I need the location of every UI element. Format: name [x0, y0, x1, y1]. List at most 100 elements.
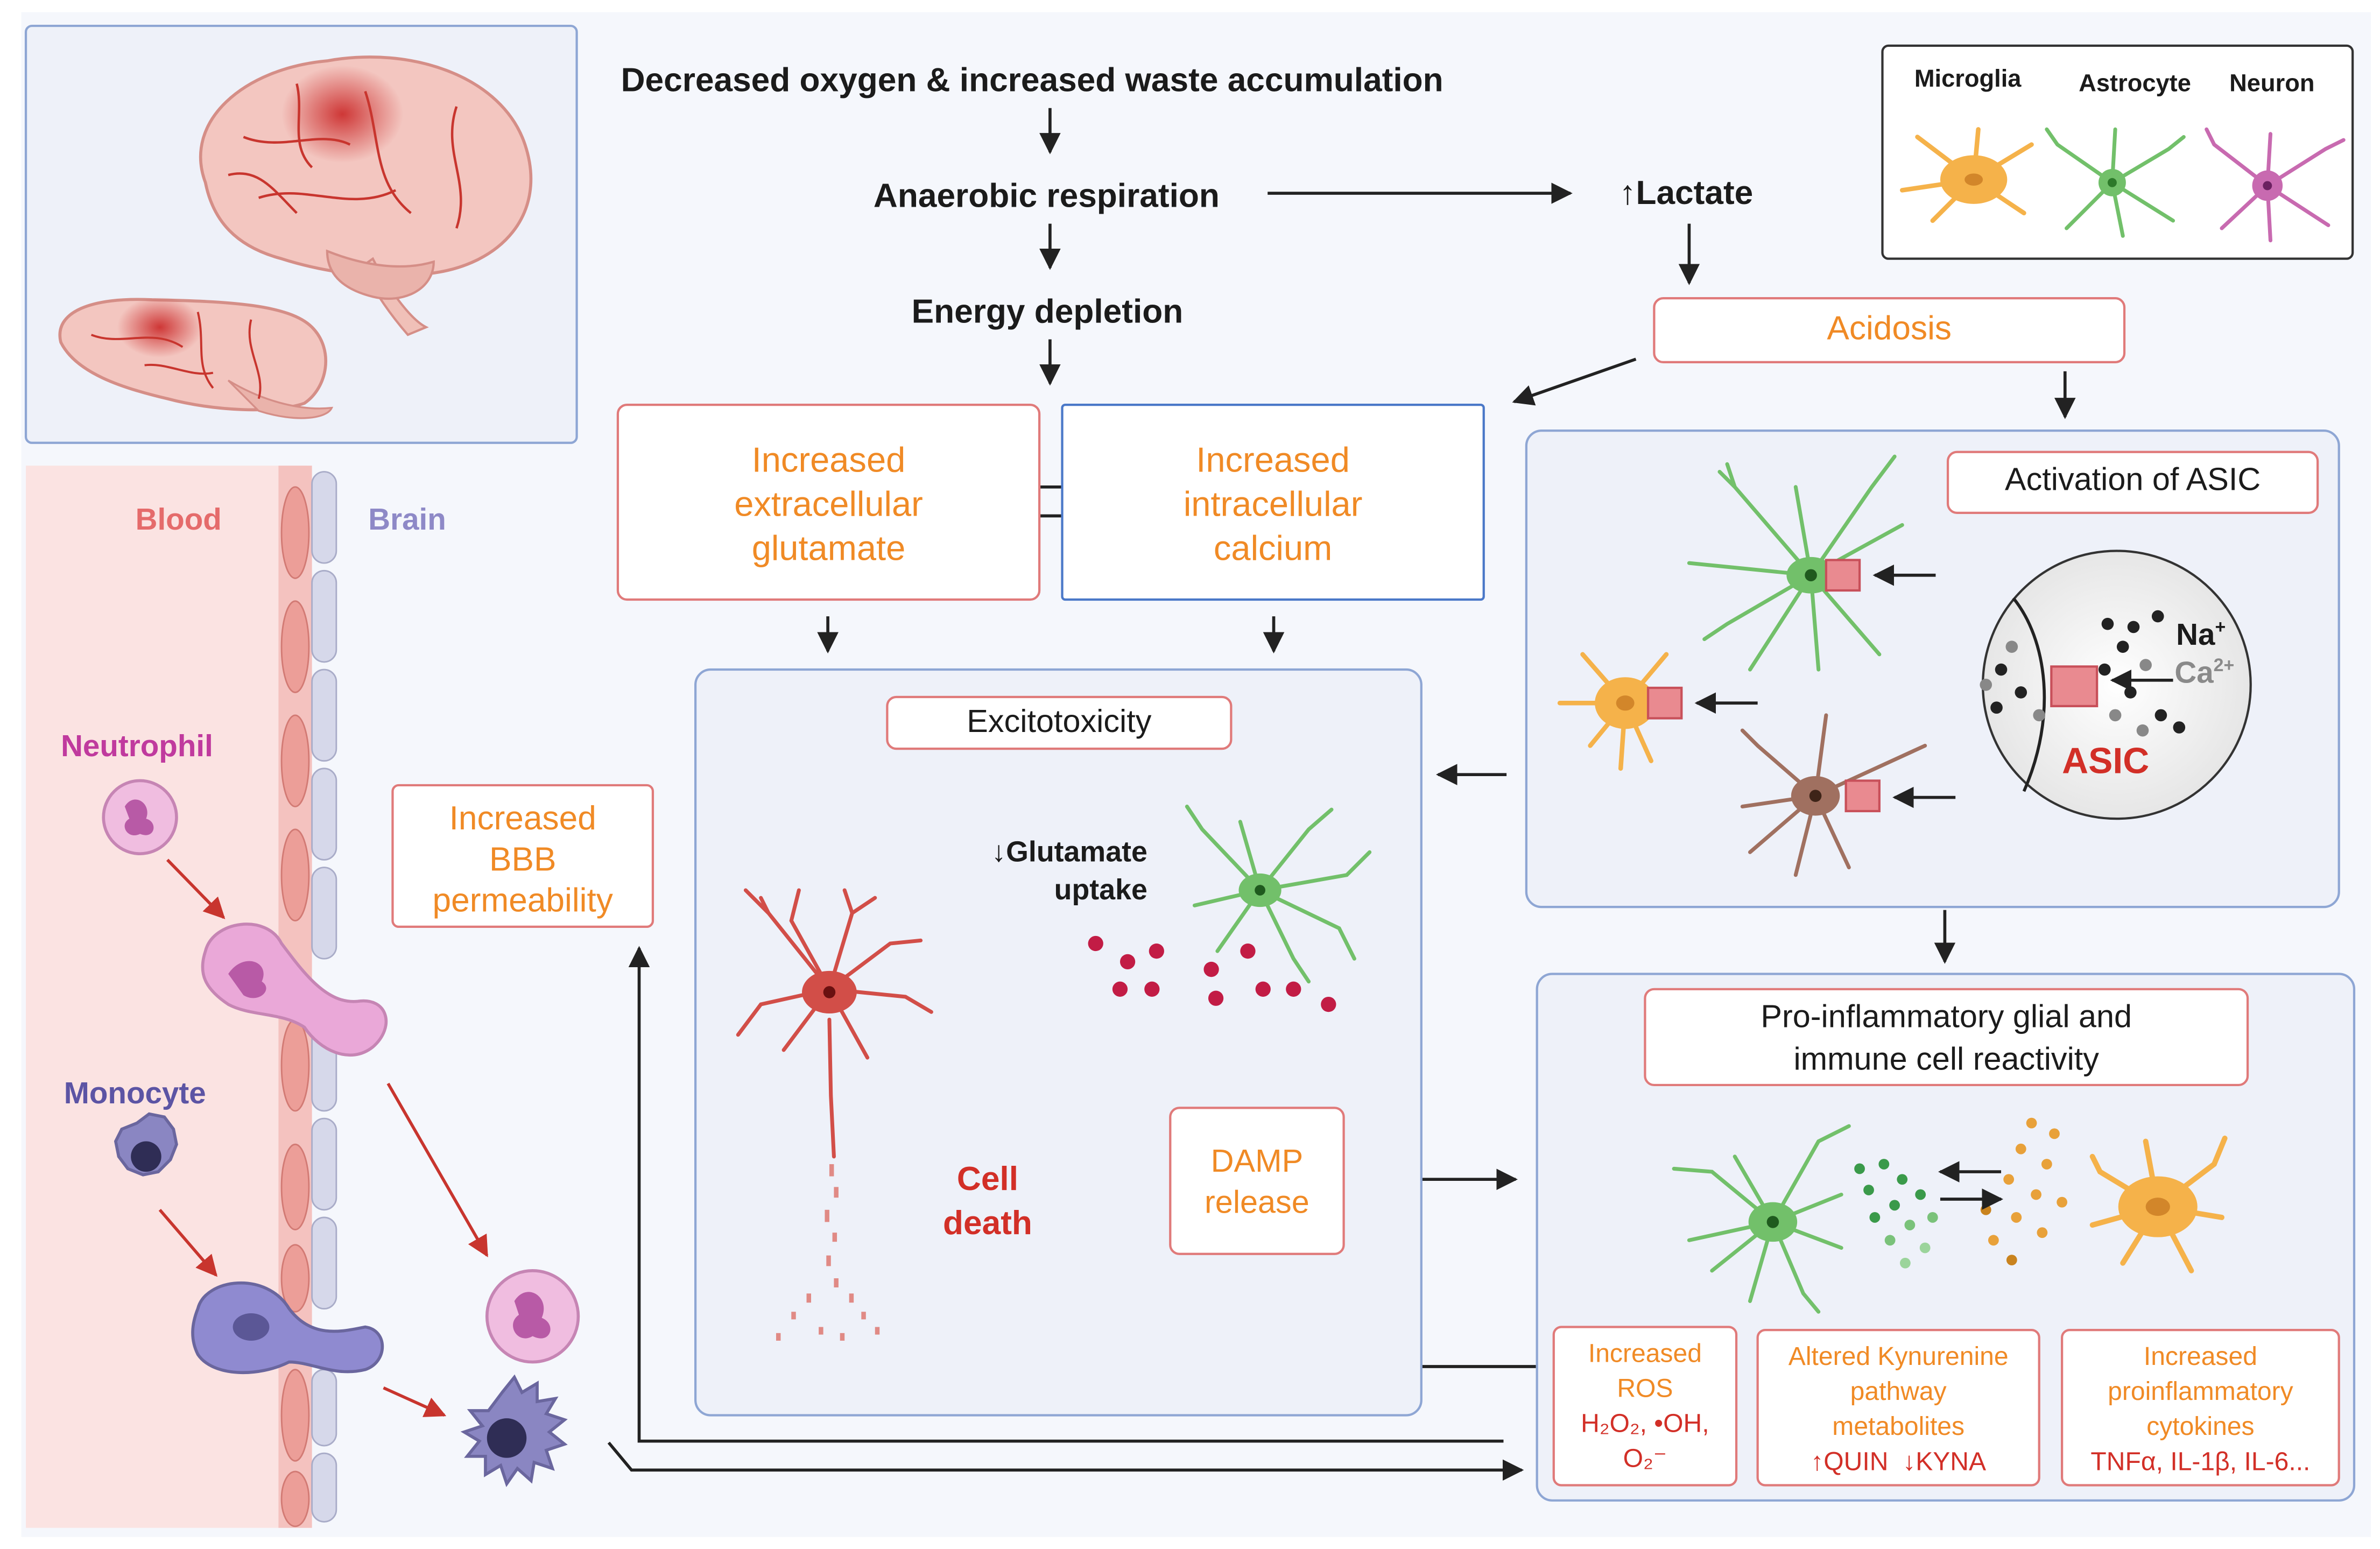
- acidosis-label: Acidosis: [1827, 308, 1952, 347]
- glutamate-particles: [1088, 935, 1336, 1012]
- neutrophil-cell-icon: [102, 779, 178, 855]
- ros-line-1: Increased: [1588, 1339, 1702, 1368]
- brain-label: Brain: [368, 503, 446, 538]
- asic-title: Activation of ASIC: [2004, 462, 2261, 498]
- astrocyte-excitotoxicity-icon: [1185, 804, 1372, 984]
- ros-line-4: O₂⁻: [1623, 1444, 1667, 1473]
- cyto-line-3: cytokines: [2146, 1412, 2255, 1441]
- cyto-line-1: Increased: [2143, 1342, 2257, 1371]
- blood-brain-barrier-panel: [26, 466, 580, 1528]
- calcium-line-1: Increased: [1196, 440, 1350, 480]
- ros-label: Increased ROS H₂O₂, •OH, O₂⁻: [1554, 1336, 1736, 1476]
- astrocyte-signal-particles: [1854, 1159, 1938, 1269]
- reactive-astrocyte-icon: [1672, 1124, 1851, 1314]
- damp-line-2: release: [1205, 1185, 1309, 1221]
- migrated-monocyte-icon: [460, 1374, 568, 1487]
- damp-release-label: DAMP release: [1170, 1142, 1343, 1224]
- bbb-permeability-box: [391, 784, 654, 928]
- inflammation-title: Pro-inflammatory glial and immune cell r…: [1645, 997, 2248, 1082]
- glutamate-uptake-label: ↓Glutamate uptake: [965, 834, 1147, 910]
- cell-death-line-2: death: [943, 1203, 1032, 1242]
- rodent-brain-icon: [58, 297, 334, 419]
- glutamate-label: Increased extracellular glutamate: [618, 438, 1039, 571]
- calcium-box: [1061, 403, 1485, 601]
- human-brain-icon: [199, 55, 533, 336]
- calcium-ion-label: Ca2+: [2174, 654, 2234, 692]
- ros-line-3: H₂O₂, •OH,: [1581, 1409, 1709, 1438]
- calcium-charge: 2+: [2213, 654, 2235, 676]
- neuron-legend-icon: [2205, 127, 2346, 243]
- damp-line-1: DAMP: [1210, 1144, 1304, 1180]
- kynurenine-box: [1756, 1329, 2040, 1487]
- leukocyte-migration-arrows: [158, 858, 489, 1417]
- astrocyte-legend-icon: [2045, 127, 2186, 238]
- cytokines-box: [2061, 1329, 2340, 1487]
- sodium-ion-label: Na+: [2176, 616, 2226, 654]
- pathway-step-oxygen: Decreased oxygen & increased waste accum…: [621, 61, 1444, 99]
- dying-neuron-icon: [736, 888, 933, 1159]
- kyn-line-3: metabolites: [1832, 1412, 1965, 1441]
- transmigrating-neutrophil-icon: [201, 923, 388, 1057]
- asic-channel-icon: [1844, 779, 1881, 813]
- cytokines-label: Increased proinflammatory cytokines TNFα…: [2062, 1339, 2339, 1479]
- pathway-step-anaerobic: Anaerobic respiration: [873, 176, 1220, 215]
- cell-death-label: Cell death: [928, 1157, 1047, 1245]
- cell-type-legend: [1881, 44, 2354, 260]
- brain-illustration-panel: [24, 24, 578, 444]
- legend-microglia-label: Microglia: [1914, 67, 2022, 93]
- calcium-symbol: Ca: [2174, 657, 2214, 691]
- glutamate-line-1: Increased: [751, 440, 906, 480]
- asic-channel-icon: [1646, 686, 1683, 720]
- glutamate-box: [616, 403, 1041, 601]
- asic-neuron-icon: [1740, 713, 1927, 877]
- blood-label: Blood: [135, 503, 222, 538]
- calcium-line-3: calcium: [1213, 528, 1333, 568]
- migrated-neutrophil-icon: [485, 1269, 580, 1364]
- calcium-label: Increased intracellular calcium: [1062, 438, 1484, 571]
- kyn-line-4: ↑QUIN ↓KYNA: [1811, 1447, 1987, 1476]
- bbb-line-1: Increased: [449, 799, 596, 837]
- uptake-line-1: ↓Glutamate: [991, 837, 1147, 869]
- asic-zoom-circle: [1980, 550, 2252, 820]
- ros-line-2: ROS: [1617, 1374, 1673, 1403]
- sodium-charge: +: [2215, 616, 2226, 638]
- pathway-step-energy: Energy depletion: [911, 292, 1184, 330]
- neutrophil-label: Neutrophil: [61, 730, 213, 764]
- legend-neuron-label: Neuron: [2229, 71, 2315, 97]
- bbb-line-2: BBB: [489, 840, 557, 878]
- inflammation-title-line-2: immune cell reactivity: [1793, 1042, 2100, 1078]
- excitotoxicity-title: Excitotoxicity: [967, 705, 1152, 740]
- astrocyte-endfeet-column: [311, 471, 337, 1523]
- asic-channel-icon: [1825, 559, 1861, 592]
- legend-astrocyte-label: Astrocyte: [2079, 71, 2191, 97]
- asic-panel: [1525, 430, 2340, 909]
- calcium-line-2: intracellular: [1183, 484, 1363, 524]
- asic-channel-label: ASIC: [2062, 741, 2150, 783]
- excitotoxicity-panel: [694, 668, 1423, 1417]
- glutamate-line-2: extracellular: [734, 484, 923, 524]
- asic-astrocyte-icon: [1687, 454, 1904, 672]
- inflammation-panel: [1536, 973, 2356, 1502]
- kyn-line-1: Altered Kynurenine: [1788, 1342, 2009, 1371]
- lactate-label: ↑Lactate: [1619, 173, 1754, 212]
- damp-release-box: [1169, 1107, 1345, 1255]
- inflammation-title-line-1: Pro-inflammatory glial and: [1761, 999, 2132, 1035]
- acidosis-box: [1653, 297, 2126, 364]
- bbb-line-3: permeability: [432, 881, 613, 919]
- cell-death-line-1: Cell: [956, 1159, 1019, 1198]
- cyto-line-2: proinflammatory: [2108, 1377, 2293, 1406]
- transmigrating-monocyte-icon: [191, 1282, 384, 1375]
- cyto-line-4: TNFα, IL-1β, IL-6...: [2090, 1447, 2311, 1476]
- uptake-line-2: uptake: [1054, 875, 1147, 907]
- asic-microglia-icon: [1557, 652, 1669, 771]
- bbb-permeability-label: Increased BBB permeability: [392, 798, 652, 921]
- glutamate-line-3: glutamate: [751, 528, 906, 568]
- kynurenine-label: Altered Kynurenine pathway metabolites ↑…: [1758, 1339, 2039, 1479]
- sodium-symbol: Na: [2176, 618, 2215, 652]
- monocyte-cell-icon: [114, 1112, 178, 1177]
- monocyte-label: Monocyte: [64, 1077, 206, 1111]
- kyn-line-2: pathway: [1850, 1377, 1947, 1406]
- ros-box: [1552, 1326, 1738, 1487]
